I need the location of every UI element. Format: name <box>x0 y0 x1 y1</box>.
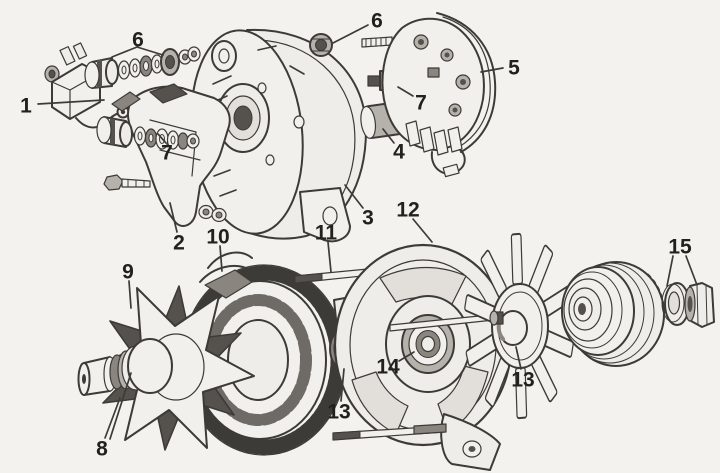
callout-leader-line <box>104 397 121 439</box>
fan-blades <box>464 232 574 420</box>
part-rectifier-assembly <box>381 12 497 178</box>
callout-leader-line <box>397 86 414 97</box>
callout-5: 5 <box>480 57 520 80</box>
callout-leader-line <box>157 133 167 144</box>
part-pulley-nut-upper <box>309 33 333 57</box>
callout-15: 15 <box>666 236 698 287</box>
callout-number: 4 <box>393 141 405 164</box>
part-shaft-washer <box>661 282 690 326</box>
callout-number: 8 <box>96 438 108 461</box>
part-insulator-set-upper <box>84 46 201 89</box>
callout-number: 9 <box>122 261 134 284</box>
callout-number: 6 <box>371 10 383 33</box>
callout-layer: 1 6 7 2 10 9 8 6 7 4 3 5 12 11 13 14 13 15 <box>20 10 698 461</box>
callout-3: 3 <box>344 184 374 230</box>
callout-number: 2 <box>173 232 185 255</box>
part-pulley <box>561 261 665 367</box>
callout-13: 13 <box>511 346 535 392</box>
callout-14: 14 <box>376 351 415 379</box>
callout-number: 1 <box>20 95 32 118</box>
callout-leader-line <box>382 128 395 144</box>
part-rotor <box>77 285 255 451</box>
callout-leader-line <box>340 368 345 402</box>
callout-number: 12 <box>396 199 419 222</box>
callout-8: 8 <box>96 372 132 461</box>
callout-leader-line <box>169 202 178 233</box>
callout-leader-line <box>128 280 132 309</box>
callout-leader-line <box>219 245 223 272</box>
callout-13: 13 <box>327 368 351 424</box>
callout-leader-line <box>685 255 698 286</box>
callout-number: 13 <box>327 401 350 424</box>
part-shaft-nut <box>684 282 715 328</box>
callout-leader-line <box>37 99 105 105</box>
callout-leader-line <box>109 372 132 440</box>
callout-9: 9 <box>122 261 134 309</box>
callout-number: 5 <box>508 57 520 80</box>
callout-2: 2 <box>169 202 185 255</box>
callout-number: 6 <box>132 29 144 52</box>
callout-4: 4 <box>382 128 405 164</box>
callout-leader-line <box>111 46 164 58</box>
callout-leader-line <box>480 67 504 73</box>
part-fixing-bolt <box>103 174 151 191</box>
part-stator <box>181 251 347 456</box>
callout-6: 6 <box>111 29 164 58</box>
callout-leader-line <box>398 351 415 362</box>
part-fan <box>464 232 574 420</box>
spade-terminals <box>405 120 463 156</box>
callout-leader-line <box>327 241 332 273</box>
part-brush-holder <box>111 83 231 227</box>
callout-7: 7 <box>397 86 427 115</box>
part-bearing <box>401 314 455 374</box>
callout-number: 10 <box>206 226 229 249</box>
callout-6: 6 <box>332 10 383 44</box>
callout-leader-line <box>344 184 364 209</box>
part-insulator-set-lower <box>96 116 200 150</box>
stator-leads <box>199 251 253 299</box>
callout-7: 7 <box>157 133 173 165</box>
callout-number: 14 <box>376 356 400 379</box>
callout-11: 11 <box>315 222 338 273</box>
part-nut-pair <box>198 204 227 223</box>
callout-number: 7 <box>161 142 173 165</box>
rotor-shaft-and-slip-rings <box>77 338 173 396</box>
callout-leader-line <box>666 255 674 287</box>
callout-1: 1 <box>20 95 105 118</box>
callout-leader-line <box>332 24 369 44</box>
callout-10: 10 <box>206 226 230 272</box>
callout-leader-line <box>515 346 522 370</box>
brush-spring-bracket <box>111 91 141 112</box>
callout-number: 13 <box>511 369 534 392</box>
callout-number: 11 <box>315 222 338 245</box>
callout-leader-line <box>412 218 433 243</box>
callout-number: 15 <box>668 236 692 259</box>
callout-12: 12 <box>396 199 433 243</box>
callout-number: 7 <box>415 92 427 115</box>
part-through-bolt-c <box>332 423 447 441</box>
callout-number: 3 <box>362 207 374 230</box>
